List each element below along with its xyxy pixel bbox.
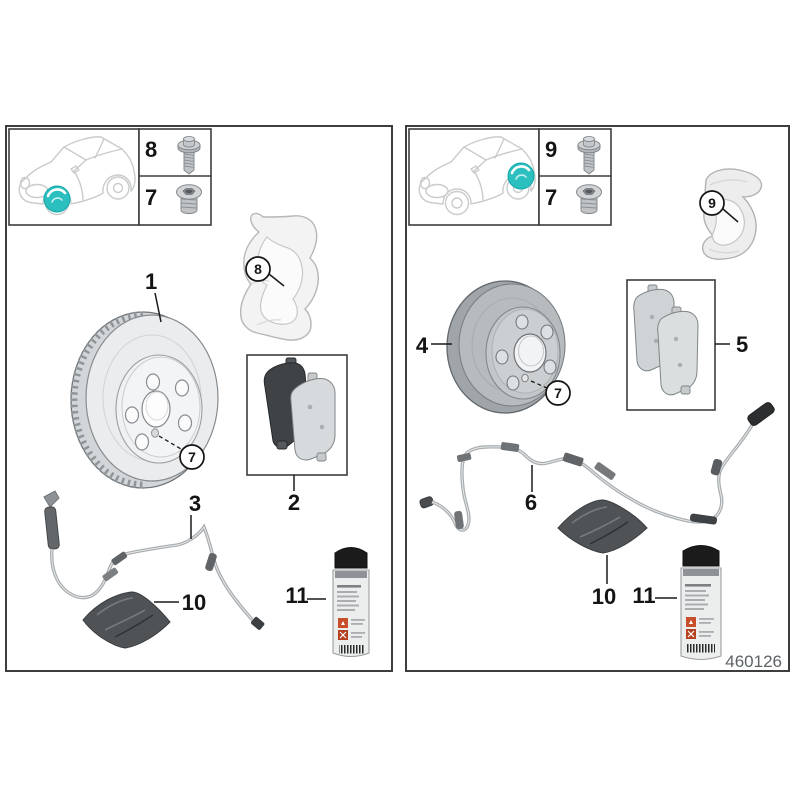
wear-sensor-rear: 6 bbox=[419, 402, 775, 532]
carrier-callout-label: 8 bbox=[254, 261, 262, 277]
hardware-box-front: 8 7 bbox=[138, 128, 212, 226]
hardware-box-rear: 9 7 bbox=[538, 128, 612, 226]
rear-wheel-highlight-icon bbox=[507, 162, 535, 190]
hardware-top-label: 8 bbox=[145, 137, 157, 162]
carrier-callout-circle bbox=[699, 190, 725, 216]
car-thumbnail-front bbox=[8, 128, 140, 226]
brake-pads-box-rear: 5 bbox=[626, 279, 748, 411]
grease-callout-label: 10 bbox=[182, 590, 206, 615]
set-screw-hole bbox=[521, 373, 529, 383]
grease-callout-label: 10 bbox=[592, 584, 616, 609]
brake-pads-icon bbox=[633, 284, 699, 396]
countersunk-plug-icon bbox=[576, 184, 602, 215]
pads-callout-label: 2 bbox=[288, 490, 300, 515]
sensor-callout-label: 3 bbox=[189, 491, 201, 516]
car-thumbnail-rear bbox=[408, 128, 540, 226]
can-label-text-lines bbox=[685, 584, 711, 610]
brake-disc-rear: 4 7 bbox=[416, 280, 571, 414]
carrier-callout-label: 9 bbox=[708, 195, 716, 211]
front-wheel-highlight-icon bbox=[43, 185, 71, 213]
wheel-bolt-holes bbox=[124, 373, 193, 451]
barcode-icon bbox=[339, 645, 365, 654]
mini-car-icon bbox=[418, 136, 536, 216]
hardware-top-label: 9 bbox=[545, 137, 557, 162]
flange-bolt-icon bbox=[577, 135, 601, 175]
hub-screw-callout-label: 7 bbox=[554, 385, 562, 401]
caliper-carrier-front: 8 bbox=[239, 212, 319, 341]
brake-pads-box-front: 2 bbox=[246, 354, 348, 515]
wear-sensor-front: 3 bbox=[43, 490, 265, 630]
flange-bolt-icon bbox=[177, 135, 201, 175]
hazard-pictogram-icons bbox=[686, 617, 714, 639]
sensor-callout-label: 6 bbox=[525, 490, 537, 515]
barcode-icon bbox=[687, 644, 715, 653]
cleaner-callout-label: 11 bbox=[632, 583, 655, 608]
brake-pads-icon bbox=[263, 357, 336, 462]
cleaner-callout-label: 11 bbox=[285, 583, 308, 608]
caliper-carrier-rear: 9 bbox=[699, 168, 763, 260]
carrier-callout-circle bbox=[245, 256, 271, 282]
disc-callout-label: 1 bbox=[145, 269, 157, 294]
can-label-text-lines bbox=[337, 585, 361, 611]
diagram-number: 460126 bbox=[725, 652, 782, 671]
set-screw-hole bbox=[151, 428, 159, 438]
spray-can-front: 11 bbox=[285, 547, 370, 658]
wheel-bolt-holes bbox=[495, 314, 557, 391]
hardware-bottom-label: 7 bbox=[545, 185, 557, 210]
brake-disc-front: 1 7 bbox=[70, 269, 219, 489]
can-brand-band bbox=[683, 569, 719, 576]
disc-callout-label: 4 bbox=[416, 333, 429, 358]
hub-screw-callout-label: 7 bbox=[188, 449, 196, 465]
spray-can-rear: 11 bbox=[632, 545, 722, 661]
hub-screw-callout-circle bbox=[179, 444, 205, 470]
can-brand-band bbox=[335, 571, 367, 578]
countersunk-plug-icon bbox=[176, 184, 202, 215]
rear-brake-panel: 9 7 9 bbox=[405, 125, 790, 672]
sensor-tip bbox=[747, 402, 775, 426]
front-brake-panel: 8 7 8 bbox=[5, 125, 393, 672]
hardware-bottom-label: 7 bbox=[145, 185, 157, 210]
hazard-pictogram-icons bbox=[338, 618, 365, 640]
grease-packet-rear: 10 bbox=[557, 499, 648, 609]
hub-screw-callout-circle bbox=[545, 380, 571, 406]
grease-packet-front: 10 bbox=[82, 590, 206, 649]
pads-callout-label: 5 bbox=[736, 332, 748, 357]
